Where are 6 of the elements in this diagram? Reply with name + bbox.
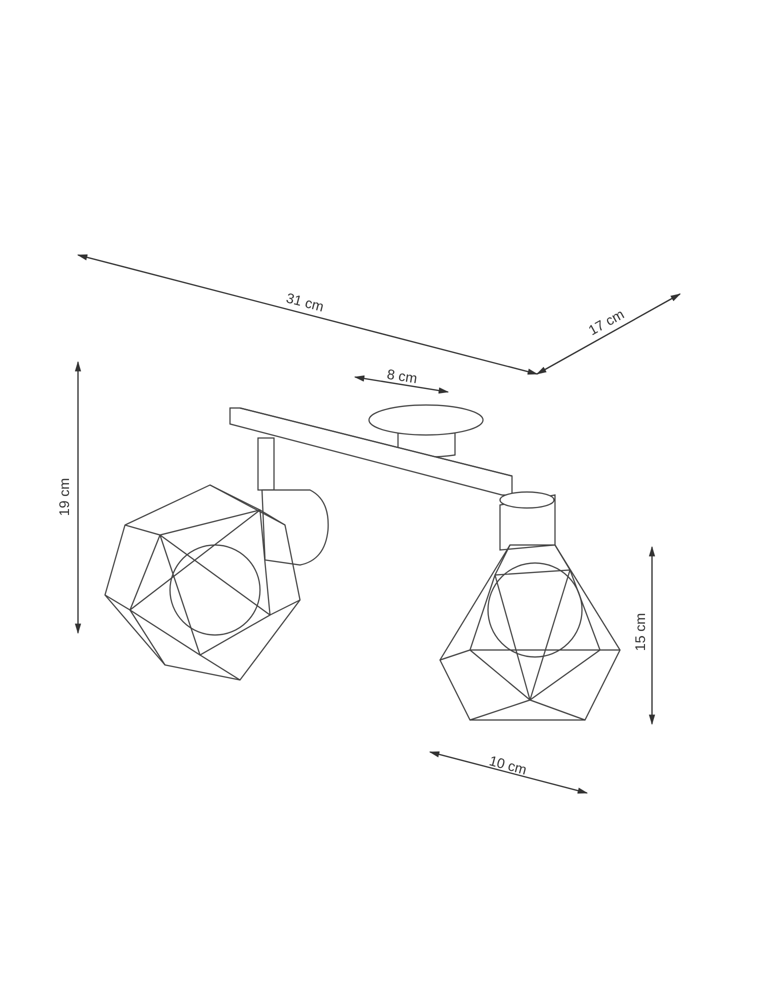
dimension-label: 8 cm — [386, 366, 418, 386]
dimension-label: 17 cm — [586, 306, 627, 338]
dimension-label: 10 cm — [488, 752, 529, 778]
dimension-label: 15 cm — [632, 612, 648, 652]
dimension-label: 19 cm — [56, 478, 72, 516]
dimension-label: 31 cm — [284, 289, 326, 315]
